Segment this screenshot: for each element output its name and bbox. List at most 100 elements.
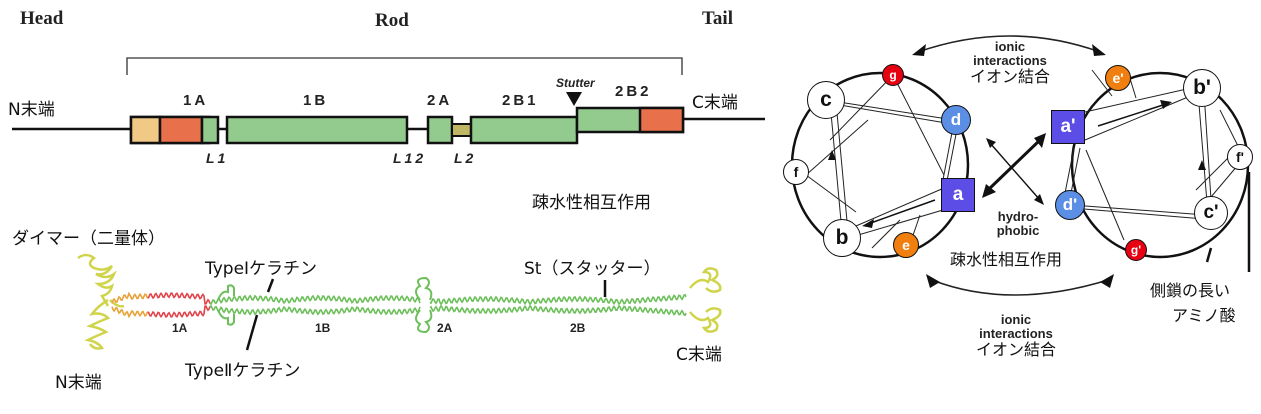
- type1-pointer: [266, 278, 275, 293]
- long-sidechain-pointer-c: [1205, 247, 1213, 263]
- coil-strand-type1-0: [111, 291, 149, 304]
- coil-strand-type2-1: [147, 305, 211, 319]
- n-head-lower: [84, 298, 125, 350]
- loop-2A-lower: [415, 309, 433, 334]
- c-tail-lower: [689, 307, 722, 333]
- residue-left-d: d: [941, 105, 971, 135]
- type1-keratin-label: TypeⅠケラチン: [205, 259, 318, 279]
- residue-right-f: f': [1227, 144, 1253, 170]
- stutter-marker-icon: [566, 92, 582, 106]
- schematic-n-terminus: N末端: [8, 100, 55, 120]
- dimer-n-terminus: N末端: [55, 373, 102, 393]
- residue-label: b: [835, 226, 849, 249]
- residue-label: c': [1203, 202, 1219, 223]
- top-ionic-en-1: ionic: [994, 39, 1026, 54]
- residue-right-b: b': [1183, 69, 1221, 107]
- dimer-segment-1B: 1B: [315, 321, 331, 335]
- segment-2B2-block: [575, 106, 685, 134]
- residue-right-d: d': [1055, 190, 1085, 220]
- dimer-title: ダイマー（二量体）: [12, 229, 165, 249]
- residue-label: f: [793, 164, 799, 180]
- coil-strand-type2-3: [429, 304, 687, 317]
- top-ionic-label: ionic interactions イオン結合: [958, 40, 1062, 86]
- top-arrow-head-left: [912, 44, 926, 56]
- type2-pointer: [245, 314, 259, 351]
- segment-2A-block: [426, 115, 454, 145]
- residue-label: c: [820, 88, 832, 111]
- long-sidechain-line1: 側鎖の長い: [1150, 281, 1231, 300]
- bottom-ionic-en-1: ionic: [1000, 312, 1032, 327]
- residue-left-b: b: [823, 219, 861, 257]
- segment-1A-label: 1A: [183, 92, 209, 109]
- rod-label: Rod: [375, 10, 409, 31]
- coil-strand-type1-2: [209, 294, 421, 306]
- hydrophobic-en-2: phobic: [996, 223, 1040, 238]
- bottom-arrow-head-left: [926, 274, 940, 288]
- long-sidechain-line2: アミノ酸: [1172, 306, 1236, 325]
- residue-label: e': [1112, 70, 1124, 86]
- segment-2A-label: 2A: [427, 92, 453, 109]
- bottom-arrow-head-right: [1100, 274, 1114, 288]
- left-wheel-connections: [805, 74, 961, 249]
- coil-strand-type2-2: [209, 304, 421, 316]
- residue-left-c: c: [807, 81, 845, 119]
- cross-arrow: [989, 142, 1041, 201]
- segment-2B2-label: 2B2: [615, 83, 652, 100]
- residue-label: a': [1060, 116, 1076, 137]
- residue-right-g: g': [1125, 239, 1147, 261]
- segment-2B1-label: 2B1: [502, 92, 539, 109]
- residue-label: d': [1062, 195, 1078, 214]
- n-head-upper: [77, 253, 117, 307]
- hydrophobic-label: hydro- phobic: [966, 210, 1070, 238]
- hydrophobic-en-1: hydro-: [997, 209, 1039, 224]
- type2-keratin-label: TypeⅡケラチン: [185, 361, 301, 381]
- residue-label: g': [1130, 243, 1142, 257]
- top-arrow-head-right: [1092, 44, 1106, 56]
- segment-2B1-block: [469, 115, 579, 145]
- residue-label: e: [902, 237, 910, 253]
- c-tail-upper: [689, 267, 722, 293]
- dimer-c-terminus: C末端: [676, 345, 722, 365]
- schematic-c-terminus: C末端: [692, 93, 738, 113]
- stutter-label: Stutter: [556, 76, 595, 90]
- left-inner-arrow-1: [867, 199, 936, 225]
- dimer-segment-2B: 2B: [570, 321, 586, 335]
- dimer-segment-2A: 2A: [437, 321, 453, 335]
- linker-L2-label: L2: [454, 150, 477, 166]
- residue-left-g: g: [882, 64, 904, 86]
- linker-L2-block: [451, 123, 472, 137]
- bottom-ionic-arrow: [931, 279, 1109, 296]
- hydrophobic-jp: 疎水性相互作用: [950, 250, 1063, 269]
- residue-label: d: [950, 110, 962, 129]
- segment-1A-block: [129, 115, 220, 145]
- coil-strand-type1-1: [147, 291, 211, 305]
- residue-right-c: c': [1194, 196, 1228, 230]
- top-ionic-arrow: [917, 35, 1101, 53]
- linker-L12-label: L12: [393, 150, 427, 166]
- rod-bracket: [126, 57, 683, 75]
- residue-label: b': [1193, 76, 1211, 99]
- head-label: Head: [20, 8, 64, 29]
- bottom-ionic-jp: イオン結合: [975, 340, 1056, 359]
- hydrophobic-caption: 疎水性相互作用: [532, 193, 651, 213]
- top-ionic-jp: イオン結合: [969, 67, 1050, 86]
- residue-label: f': [1236, 149, 1244, 165]
- loop-L1: [217, 284, 235, 326]
- bottom-ionic-label: ionic interactions イオン結合: [964, 313, 1068, 359]
- top-ionic-en-2: interactions: [973, 53, 1047, 68]
- tail-label: Tail: [702, 8, 733, 29]
- residue-label: g: [889, 68, 897, 82]
- coil-strand-type1-3: [429, 293, 687, 306]
- bottom-ionic-en-2: interactions: [979, 326, 1053, 341]
- dimer-illustration: [77, 253, 722, 350]
- residue-left-e: e: [893, 232, 919, 258]
- dimer-segment-1A: 1A: [172, 321, 188, 335]
- stutter-jp-label: St（スタッター）: [524, 259, 661, 279]
- residue-right-a: a': [1051, 110, 1085, 144]
- right-inner-arrow-1: [1097, 103, 1167, 127]
- helical-wheel-diagram: [790, 35, 1251, 296]
- hydrophobic-double-arrow: [986, 138, 1042, 192]
- coil-strand-type2-0: [111, 306, 149, 319]
- segment-1B-block: [225, 115, 409, 145]
